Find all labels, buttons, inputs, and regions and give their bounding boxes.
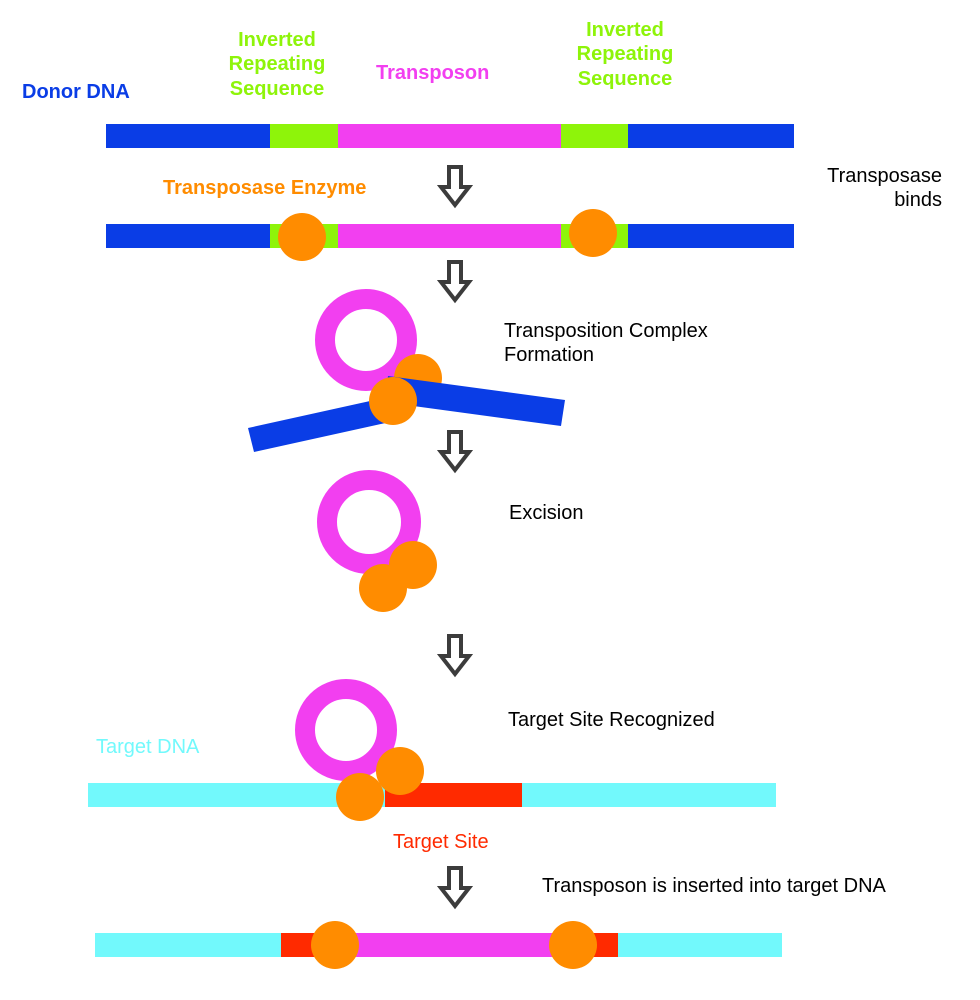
transposon-label: Transposon	[376, 62, 490, 84]
donor-dna-left-arm	[248, 396, 399, 452]
target-dna-label: Target DNA	[96, 736, 200, 758]
down-arrow-icon	[436, 634, 474, 678]
step-target-site-recognized: Target Site Recognized	[508, 709, 715, 731]
target-recognition	[88, 679, 776, 821]
inverted-repeat-right-label: Inverted Repeating Sequence	[576, 19, 674, 90]
donor-dna-strand-bound	[106, 209, 794, 261]
transposase-enzyme	[311, 921, 359, 969]
step-excision: Excision	[509, 502, 584, 524]
inserted-transposon-strand	[95, 921, 782, 969]
transposase-enzyme	[278, 213, 326, 261]
step-transposon-inserted: Transposon is inserted into target DNA	[542, 875, 886, 897]
step-transposition-complex-formation: Transposition Complex Formation	[504, 320, 708, 367]
inverted-repeat-right-segment	[561, 124, 630, 148]
target-site-label: Target Site	[393, 831, 489, 853]
donor-dna-right-arm	[384, 376, 565, 426]
down-arrow-icon	[436, 165, 474, 209]
transposition-complex	[248, 289, 565, 452]
donor-dna-strand	[106, 124, 794, 148]
donor-dna-right-segment	[628, 124, 794, 148]
target-dna-right-segment	[522, 783, 776, 807]
transposase-enzyme	[369, 377, 417, 425]
transposase-enzyme	[549, 921, 597, 969]
down-arrow-icon	[436, 260, 474, 304]
donor-dna-label: Donor DNA	[22, 81, 130, 103]
target-dna-right-segment	[618, 933, 782, 957]
transposon-loop	[315, 289, 417, 391]
transposon-segment	[338, 224, 563, 248]
down-arrow-icon	[436, 866, 474, 910]
donor-dna-right-segment	[628, 224, 794, 248]
transposase-enzyme	[569, 209, 617, 257]
transposase-enzyme	[376, 747, 424, 795]
transposon-segment	[339, 933, 580, 957]
donor-dna-left-segment	[106, 124, 272, 148]
transposon-loop	[295, 679, 397, 781]
inverted-repeat-left-label: Inverted Repeating Sequence	[228, 29, 326, 100]
transposase-enzyme-label: Transposase Enzyme	[163, 177, 367, 199]
step-transposase-binds: Transposase binds	[827, 165, 942, 212]
transposase-enzyme	[336, 773, 384, 821]
transposase-enzyme	[359, 564, 407, 612]
transposon-loop	[317, 470, 421, 574]
excised-transposon	[317, 470, 437, 612]
inverted-repeat-left-segment	[270, 124, 340, 148]
transposon-segment	[338, 124, 563, 148]
target-dna-left-segment	[95, 933, 283, 957]
down-arrow-icon	[436, 430, 474, 474]
donor-dna-left-segment	[106, 224, 272, 248]
